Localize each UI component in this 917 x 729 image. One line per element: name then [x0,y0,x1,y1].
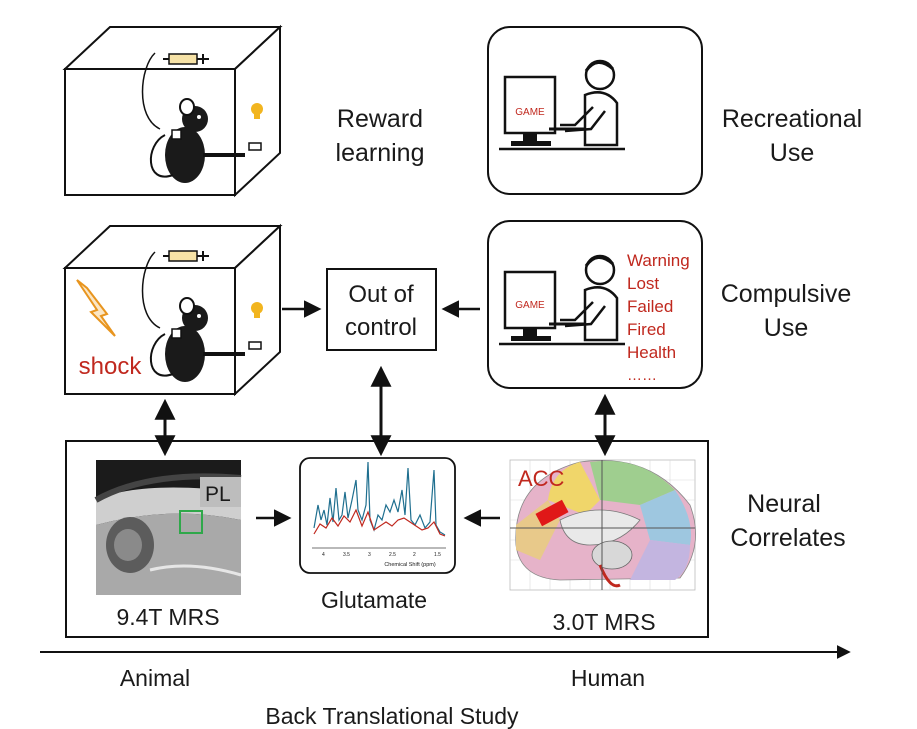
tick-label: 3.5 [343,552,350,558]
game-label-2: GAME [515,300,545,311]
compulsive-label-line2: Use [764,314,808,342]
glutamate-spectrum: 4 3.5 3 2.5 2 1.5 Chemical Shift (ppm) [299,457,456,574]
recreational-label-line2: Use [770,139,814,167]
tick-label: 1.5 [434,552,441,558]
acc-roi [535,499,569,527]
spectrum-ticks: 4 3.5 3 2.5 2 1.5 [322,552,441,558]
human-label: Human [571,665,645,691]
consequence-item: Lost [627,274,659,293]
brain-map-icon: ACC [509,459,696,591]
consequence-item: Fired [627,320,666,339]
tick-label: 2 [413,552,416,558]
out-of-control-box [326,268,437,351]
mrs-human-label: 3.0T MRS [552,609,655,635]
consequence-item: …… [627,367,657,384]
spectrum-xlabel: Chemical Shift (ppm) [384,562,436,568]
tick-label: 2.5 [389,552,396,558]
consequence-item: Warning [627,251,690,270]
reward-label-line1: Reward [337,105,423,133]
syringe-icon [162,53,210,65]
consequence-item: Health [627,343,676,362]
consequence-list: Warning Lost Failed Fired Health …… [627,251,690,384]
tick-label: 3 [368,552,371,558]
roi-box [179,510,203,534]
study-label: Back Translational Study [265,703,519,729]
shock-label: shock [79,353,143,380]
mrs-animal-label: 9.4T MRS [116,604,219,630]
compulsive-label-line1: Compulsive [721,280,852,308]
lightbulb-icon [251,302,263,318]
lightbulb-icon [251,103,263,119]
game-label: GAME [515,107,545,118]
syringe-icon [162,250,210,262]
spectrum-red-trace [313,508,446,537]
reward-label-line2: learning [336,139,425,167]
neural-label-line2: Correlates [730,524,845,552]
recreational-label-line1: Recreational [722,105,862,133]
reward-learning-box [64,26,281,196]
neural-correlates-frame [65,440,709,638]
tick-label: 4 [322,552,325,558]
out-of-control-line2: control [345,314,417,341]
rat-mri-image: PL [94,460,242,595]
animal-label: Animal [120,665,190,691]
shock-box [64,225,281,395]
acc-label: ACC [518,466,565,491]
out-of-control-line1: Out of [348,281,414,308]
pl-label: PL [205,483,231,506]
glutamate-label: Glutamate [321,587,427,613]
consequence-item: Failed [627,297,673,316]
neural-label-line1: Neural [747,490,821,518]
lightning-icon [76,279,116,337]
